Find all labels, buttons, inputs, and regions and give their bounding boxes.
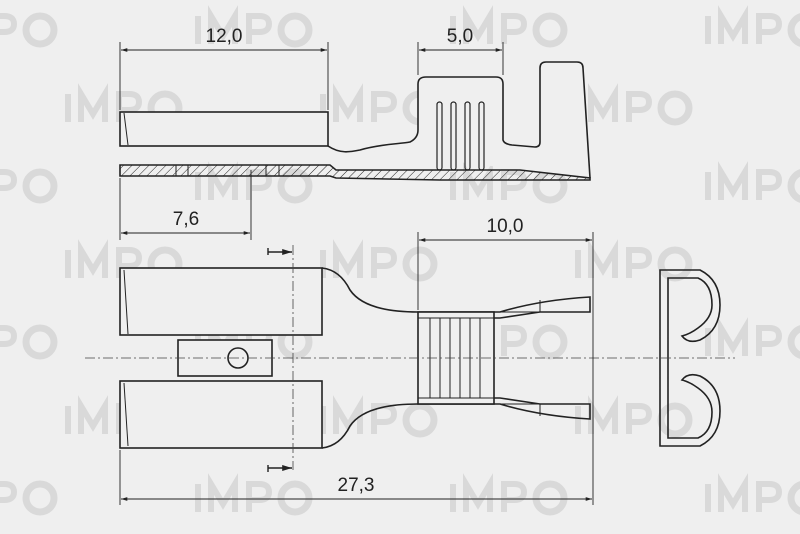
watermark-imp-lettering	[195, 473, 273, 512]
imp-logo-icon	[532, 480, 568, 516]
watermark-imp-lettering	[575, 83, 653, 122]
imp-logo-icon	[402, 246, 438, 282]
imp-logo-icon	[787, 13, 800, 47]
dim-slot-position: 7,6	[173, 209, 199, 230]
imp-logo-icon	[657, 90, 693, 126]
watermark-imp-lettering	[65, 239, 143, 278]
imp-logo-icon	[402, 402, 438, 438]
dim-crimp-wing-width: 5,0	[447, 26, 473, 47]
dim-crimp-length: 10,0	[487, 216, 524, 237]
watermark-imp-lettering	[320, 239, 398, 278]
watermark-imp-lettering	[575, 239, 653, 278]
watermark-imp-lettering	[705, 5, 783, 44]
imp-logo-icon	[22, 480, 58, 516]
watermark-imp-lettering	[320, 395, 398, 434]
imp-logo-icon	[787, 481, 800, 515]
imp-logo-icon	[277, 12, 313, 48]
watermark-imp-lettering	[575, 395, 653, 434]
watermark-imp-lettering	[195, 5, 273, 44]
watermark-imp-lettering	[705, 317, 783, 356]
watermark-imp-lettering	[705, 473, 783, 512]
watermark-imp-lettering	[705, 161, 783, 200]
watermark-imp-lettering	[320, 83, 398, 122]
watermark-imp-lettering	[450, 5, 528, 44]
imp-logo-icon	[787, 169, 800, 203]
watermark-imp-lettering	[450, 473, 528, 512]
dimension-lines	[119, 42, 594, 505]
dim-receptacle-length: 12,0	[206, 26, 243, 47]
imp-logo-icon	[657, 402, 693, 438]
dim-overall-length: 27,3	[338, 475, 375, 496]
imp-logo-icon	[22, 324, 58, 360]
imp-logo-icon	[787, 325, 800, 359]
watermark-imp-lettering	[65, 83, 143, 122]
section-markers	[267, 248, 292, 472]
imp-logo-icon	[657, 246, 693, 282]
cross-section-view	[659, 269, 721, 447]
center-lines	[85, 245, 735, 470]
watermark-imp-lettering	[0, 481, 18, 503]
imp-logo-icon	[532, 12, 568, 48]
watermark-imp-lettering	[0, 325, 18, 347]
imp-logo-icon	[22, 12, 58, 48]
imp-logo-icon	[22, 168, 58, 204]
watermark-imp-lettering	[0, 169, 18, 191]
watermark-imp-lettering	[0, 13, 18, 35]
imp-logo-icon	[532, 324, 568, 360]
imp-logo-icon	[277, 480, 313, 516]
side-view	[119, 61, 591, 181]
top-view	[119, 267, 591, 449]
